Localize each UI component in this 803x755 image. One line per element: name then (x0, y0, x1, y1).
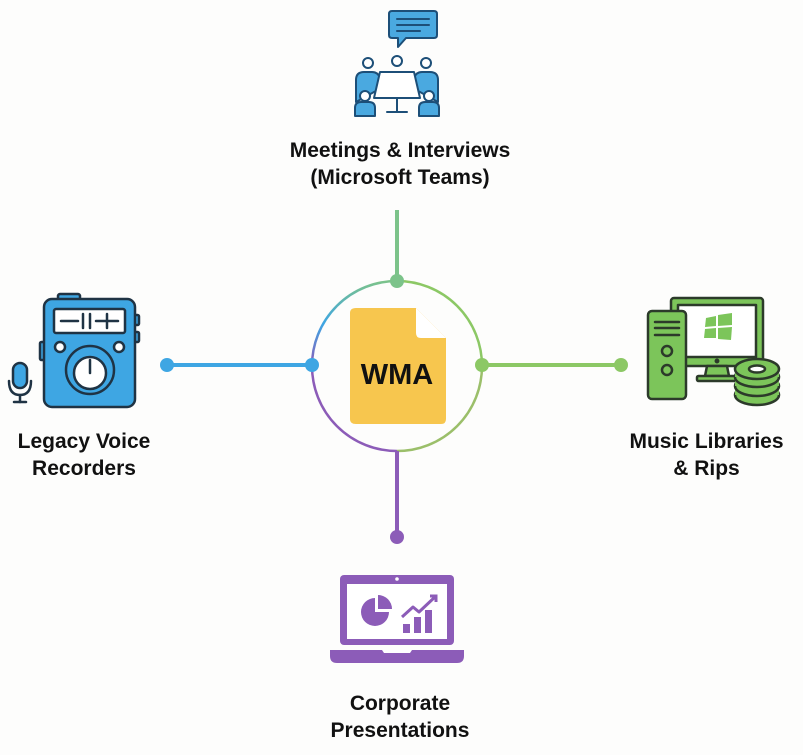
meeting-conference-icon (354, 10, 440, 117)
connector-left (160, 358, 319, 372)
disc-stack-icon (733, 357, 781, 407)
node-label-meetings-line-2: (Microsoft Teams) (310, 166, 490, 189)
microphone-icon (7, 361, 33, 404)
desktop-computer-discs-icon (646, 296, 781, 407)
node-label-voice-recorders-line-1: Legacy Voice (17, 430, 151, 453)
connector-left-outer-dot (160, 358, 174, 372)
node-label-voice-recorders-line-2: Recorders (32, 457, 136, 480)
wma-file-label: WMA (361, 359, 434, 391)
windows-logo-icon (704, 313, 732, 340)
connector-right (475, 358, 628, 372)
ring-arc-bottom-left (310, 365, 398, 453)
connector-left-inner-dot (305, 358, 319, 372)
voice-recorder-icon (7, 292, 141, 409)
node-label-presentations: Corporate Presentations (290, 690, 510, 744)
node-label-voice-recorders: Legacy Voice Recorders (0, 428, 168, 482)
wma-file-icon: WMA (350, 308, 446, 424)
node-label-presentations-line-1: Corporate (349, 692, 451, 715)
node-label-meetings-line-1: Meetings & Interviews (289, 139, 511, 162)
connector-right-outer-dot (614, 358, 628, 372)
node-label-music-libraries-line-1: Music Libraries (629, 430, 784, 453)
ring-arc-top-right (396, 279, 484, 367)
connector-bottom (390, 451, 404, 544)
connector-top-inner-dot (390, 274, 404, 288)
node-label-presentations-line-2: Presentations (330, 719, 470, 742)
ring-arc-top-left (310, 279, 398, 367)
ring-arc-bottom-right (396, 365, 484, 453)
connector-bottom-outer-dot (390, 530, 404, 544)
connector-right-inner-dot (475, 358, 489, 372)
bar-trend-chart-icon (400, 594, 438, 633)
center-ring (310, 279, 484, 453)
pie-chart-icon (361, 595, 392, 626)
connector-top (390, 210, 404, 288)
node-label-music-libraries-line-2: & Rips (673, 457, 740, 480)
node-label-music-libraries: Music Libraries & Rips (610, 428, 803, 482)
laptop-charts-icon (330, 575, 464, 663)
node-label-meetings: Meetings & Interviews (Microsoft Teams) (240, 137, 560, 191)
